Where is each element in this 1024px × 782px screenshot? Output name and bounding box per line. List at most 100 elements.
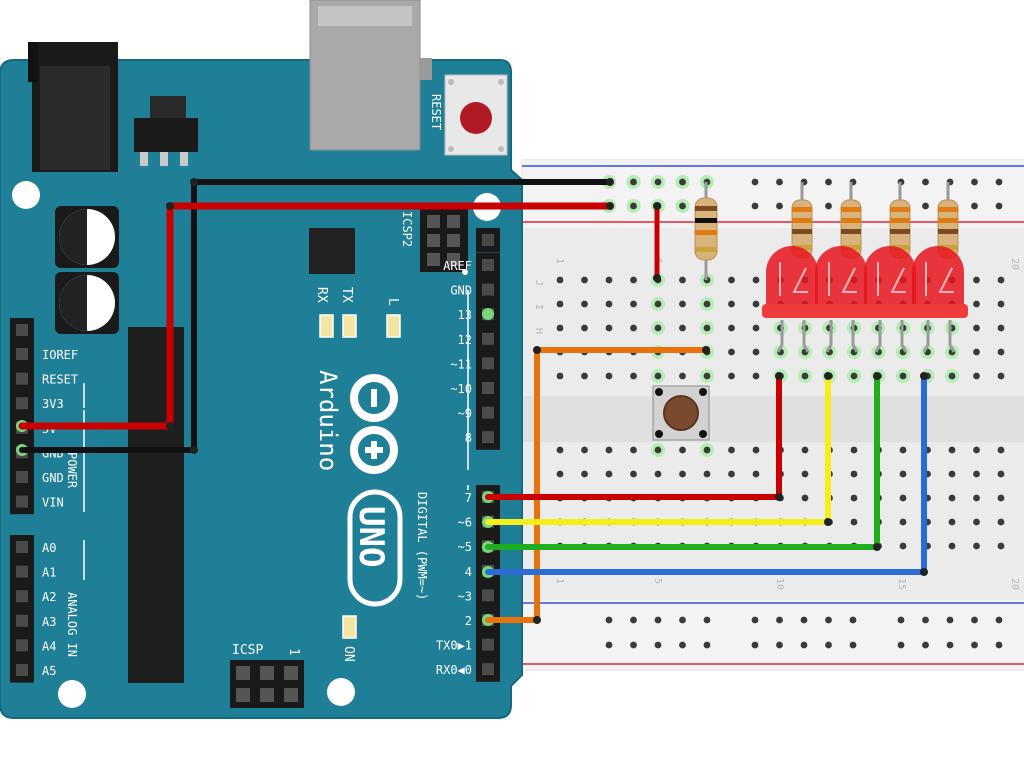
breadboard-hole: [605, 470, 613, 478]
breadboard-hole: [997, 446, 1005, 454]
breadboard-hole: [679, 446, 686, 454]
led-resistor-pair: [762, 182, 822, 353]
breadboard-hole: [581, 276, 588, 284]
breadboard-hole: [679, 372, 686, 380]
resistor-band: [841, 229, 861, 234]
breadboard-hole: [948, 446, 956, 454]
header-pin: [482, 406, 494, 419]
resistor-band: [890, 229, 910, 234]
breadboard-hole: [703, 300, 711, 308]
breadboard-hole: [703, 372, 711, 380]
rail-hole: [654, 178, 662, 186]
breadboard-hole: [850, 372, 858, 380]
breadboard-hole: [997, 470, 1005, 478]
breadboard-hole: [948, 494, 956, 502]
breadboard-hole: [948, 518, 956, 526]
pin-highlight: [482, 308, 494, 320]
breadboard-hole: [605, 372, 613, 380]
breadboard-hole: [850, 470, 858, 478]
wire-endpoint: [653, 274, 661, 282]
tx-led: [342, 314, 357, 338]
resistor-band: [792, 229, 812, 234]
rail-hole: [971, 178, 978, 186]
rail-hole: [800, 616, 808, 624]
breadboard-hole: [997, 348, 1005, 356]
tactile-pushbutton-icon[interactable]: [652, 385, 710, 441]
breadboard-hole: [997, 542, 1005, 550]
pin-label: 13: [458, 308, 472, 322]
row-letter-label: H: [533, 328, 544, 334]
breadboard-hole: [556, 324, 564, 332]
rail-hole: [679, 202, 686, 210]
breadboard-hole: [630, 300, 637, 308]
breadboard-hole: [581, 372, 588, 380]
rail-hole: [849, 616, 857, 624]
wire-gnd-black: [19, 179, 613, 453]
microcontroller-chip: [128, 327, 184, 683]
model-label: UNO: [351, 506, 391, 567]
header-pin: [16, 590, 28, 603]
led-resistor-pair: [811, 182, 871, 353]
breadboard-hole: [605, 446, 613, 454]
breadboard-hole: [850, 494, 858, 502]
reset-label: RESET: [429, 94, 443, 130]
wire-pin2-orange: [485, 347, 709, 623]
rail-hole: [751, 178, 759, 186]
wire-endpoint: [824, 518, 832, 526]
power-group-label: POWER: [65, 452, 79, 489]
breadboard-hole: [997, 518, 1005, 526]
breadboard-hole: [679, 470, 686, 478]
breadboard-hole: [630, 470, 637, 478]
wire-endpoint: [533, 346, 541, 354]
rail-hole: [703, 616, 711, 624]
icsp2-label: ICSP2: [400, 211, 414, 247]
breadboard-hole: [605, 300, 613, 308]
l-led: [386, 314, 401, 338]
header-pin: [16, 614, 28, 627]
led-array: [762, 182, 968, 353]
model-badge: UNO: [347, 489, 403, 607]
breadboard-hole: [973, 470, 980, 478]
rail-hole: [751, 641, 759, 649]
column-number-label: 10: [774, 578, 785, 590]
pin-label: GND: [450, 284, 472, 298]
pin-label: GND: [42, 471, 64, 485]
pin-label: A5: [42, 664, 56, 678]
breadboard-hole: [801, 494, 809, 502]
breadboard-hole: [752, 446, 760, 454]
resistor-band: [938, 229, 958, 234]
breadboard-hole: [973, 494, 980, 502]
breadboard-hole: [728, 348, 735, 356]
pin-label: ~5: [458, 540, 472, 554]
pin-label: 3V3: [42, 397, 64, 411]
column-number-label: 5: [652, 578, 663, 584]
breadboard-hole: [728, 470, 735, 478]
header-pin: [16, 565, 28, 578]
rail-hole: [605, 616, 613, 624]
breadboard-hole: [703, 470, 711, 478]
breadboard-hole: [801, 372, 809, 380]
wire-endpoint: [775, 493, 783, 501]
breadboard-hole: [973, 324, 980, 332]
breadboard-hole: [752, 300, 760, 308]
breadboard-hole: [654, 446, 662, 454]
header-pin: [16, 664, 28, 676]
resistor-band: [890, 245, 910, 250]
icsp-pin1-label: 1: [286, 648, 301, 656]
header-pin: [16, 348, 28, 360]
breadboard-hole: [752, 470, 760, 478]
rail-hole: [654, 641, 662, 649]
rail-hole: [922, 202, 929, 210]
breadboard-hole: [997, 324, 1005, 332]
header-pin: [16, 372, 28, 385]
breadboard-hole: [752, 372, 760, 380]
header-pin: [482, 663, 494, 676]
resistor-icon: [694, 182, 718, 280]
rail-hole: [825, 616, 832, 624]
header-pin: [482, 589, 494, 602]
breadboard-hole: [997, 276, 1005, 284]
reset-button[interactable]: [444, 74, 508, 156]
breadboard-hole: [948, 470, 956, 478]
breadboard-hole: [679, 276, 686, 284]
pin-headers: [10, 228, 500, 683]
